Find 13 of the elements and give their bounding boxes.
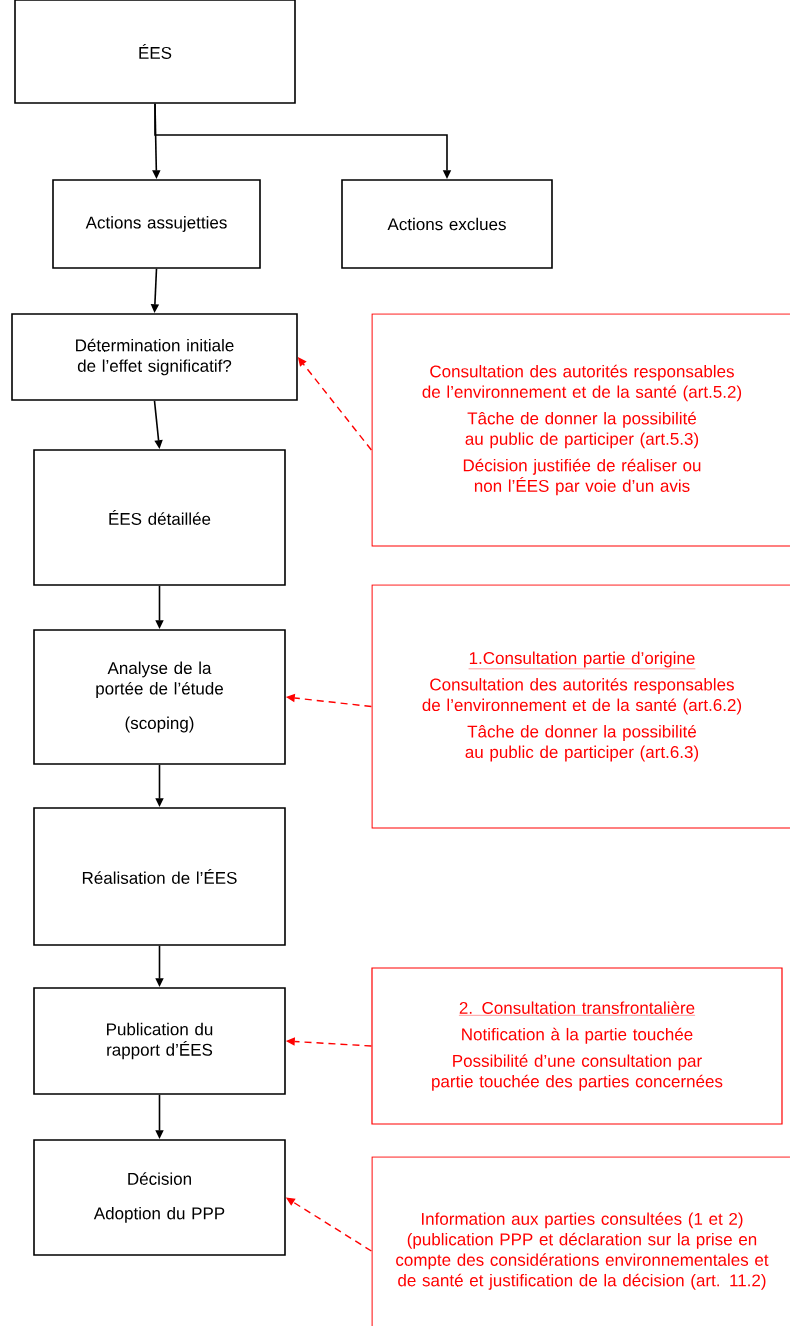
note-box: 2. Consultation transfrontalière Notification à la partie touchée Possibilité d’une consultation par partie touchée des parties concernées <box>371 967 783 1125</box>
process-box: Réalisation de l’ÉES <box>33 807 286 946</box>
process-box: Publication du rapport d’ÉES <box>33 987 286 1095</box>
process-box: Actions exclues <box>341 179 553 269</box>
process-box: ÉES détaillée <box>33 449 286 586</box>
note-box: Information aux parties consultées (1 et 2) (publication PPP et déclaration sur la prise en compte des considérations environnementales et de santé et justification de la décision (art. 11.2) <box>371 1156 790 1326</box>
note-box: 1.Consultation partie d’origine Consultation des autorités responsables de l’environnement et de la santé (art.6.2) Tâche de donner la possibilité au public de participer (art.6.3) <box>371 584 790 829</box>
process-box: Détermination initiale de l’effet significatif? <box>11 313 298 401</box>
note-box: Consultation des autorités responsables de l’environnement et de la santé (art.5.2) Tâche de donner la possibilité au public de participer (art.5.3) Décision justifiée de réaliser ou non l’ÉES par voie d’un avis <box>371 313 790 547</box>
process-box: Analyse de la portée de l’étude (scoping) <box>33 629 286 765</box>
process-box: Décision Adoption du PPP <box>33 1139 286 1256</box>
process-box: ÉES <box>14 0 296 104</box>
process-box: Actions assujetties <box>52 179 261 269</box>
